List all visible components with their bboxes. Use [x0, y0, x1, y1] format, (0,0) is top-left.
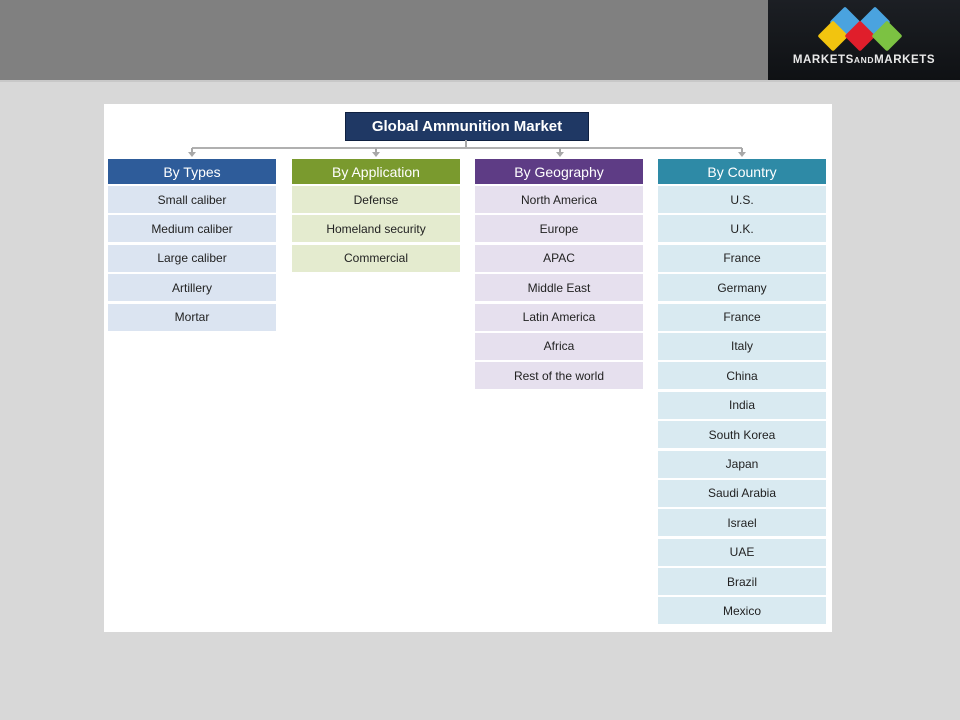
list-item: China [658, 362, 826, 390]
list-item: Africa [475, 332, 643, 360]
list-item: Japan [658, 450, 826, 478]
list-item: U.S. [658, 186, 826, 213]
list-item: Germany [658, 274, 826, 302]
list-item: Middle East [475, 274, 643, 302]
category-by-country: By Country U.S. U.K. France Germany Fran… [658, 159, 826, 627]
list-item: Israel [658, 509, 826, 537]
category-header: By Geography [475, 159, 643, 184]
market-segmentation-diagram: Global Ammunition Market By Types Small … [104, 104, 832, 632]
list-item: Italy [658, 332, 826, 360]
category-by-geography: By Geography North America Europe APAC M… [475, 159, 643, 392]
branch-connector [192, 147, 742, 149]
list-item: Saudi Arabia [658, 479, 826, 507]
connector-drop [741, 148, 743, 154]
arrow-down-icon [738, 152, 746, 157]
list-item: Large caliber [108, 244, 276, 272]
category-by-application: By Application Defense Homeland security… [292, 159, 460, 274]
root-node: Global Ammunition Market [345, 112, 589, 141]
list-item: Mortar [108, 303, 276, 331]
list-item: Latin America [475, 303, 643, 331]
list-item: Europe [475, 215, 643, 243]
connector-drop [375, 148, 377, 154]
connector-drop [559, 148, 561, 154]
category-header: By Country [658, 159, 826, 184]
brand-name: MARKETSANDMARKETS [792, 54, 936, 66]
list-item: Homeland security [292, 215, 460, 243]
list-item: U.K. [658, 215, 826, 243]
list-item: Artillery [108, 274, 276, 302]
list-item: Brazil [658, 568, 826, 596]
list-item: APAC [475, 244, 643, 272]
category-by-types: By Types Small caliber Medium caliber La… [108, 159, 276, 333]
list-item: Small caliber [108, 186, 276, 213]
arrow-down-icon [372, 152, 380, 157]
arrow-down-icon [188, 152, 196, 157]
list-item: Medium caliber [108, 215, 276, 243]
logo-diamonds-icon [768, 0, 960, 56]
list-item: France [658, 244, 826, 272]
list-item: Commercial [292, 244, 460, 272]
list-item: France [658, 303, 826, 331]
category-header: By Application [292, 159, 460, 184]
list-item: Rest of the world [475, 362, 643, 390]
category-header: By Types [108, 159, 276, 184]
root-connector [465, 140, 467, 148]
brand-logo: MARKETSANDMARKETS [768, 0, 960, 80]
list-item: India [658, 391, 826, 419]
connector-drop [191, 148, 193, 154]
list-item: Defense [292, 186, 460, 213]
list-item: UAE [658, 538, 826, 566]
list-item: South Korea [658, 421, 826, 449]
list-item: North America [475, 186, 643, 213]
arrow-down-icon [556, 152, 564, 157]
list-item: Mexico [658, 597, 826, 625]
